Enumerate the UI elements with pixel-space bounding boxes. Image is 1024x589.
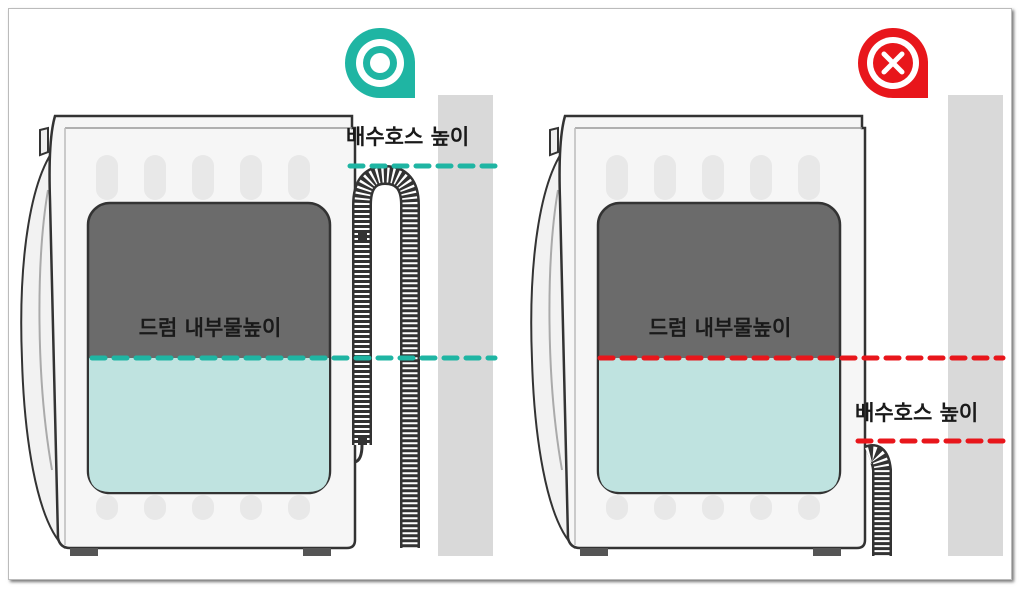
correct-icon [345,28,415,99]
drain-hose [352,164,420,548]
hose-height-label: 배수호스 높이 [855,401,978,425]
panel-correct: 배수호스 높이 드럼 내부물높이 [20,28,498,558]
incorrect-icon [858,28,928,99]
wall [948,95,1003,556]
wall [438,95,493,556]
drain-hose [864,444,892,556]
hose-height-label: 배수호스 높이 [346,125,469,149]
panel-incorrect: 배수호스 높이 드럼 내부물높이 [530,28,1006,558]
drum-water-label: 드럼 내부물높이 [139,316,282,340]
drum-water-label: 드럼 내부물높이 [649,316,792,340]
